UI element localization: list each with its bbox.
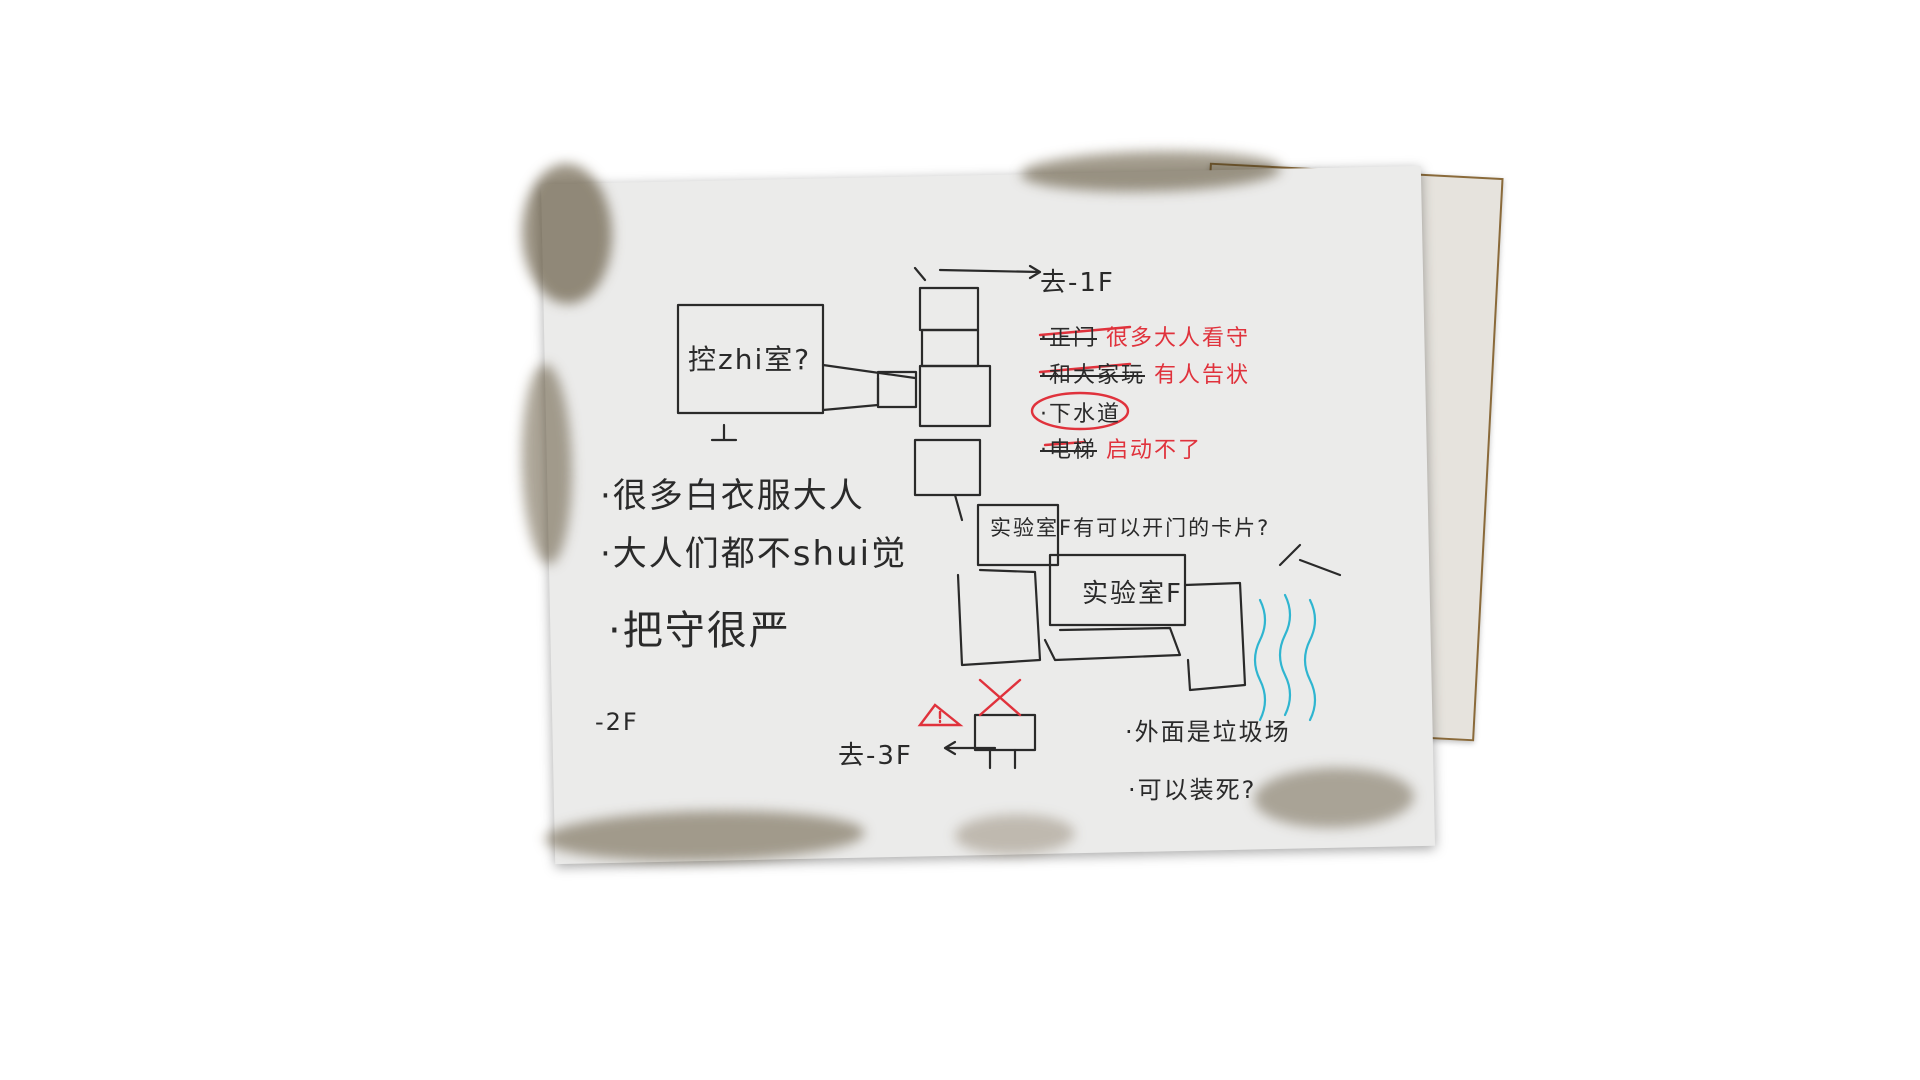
exit-item-3: ·下水道 [1040, 396, 1121, 428]
note-left-2: ·大人们都不shui觉 [600, 534, 908, 574]
exit-item-2: ·和大家玩 有人告状 [1040, 357, 1250, 389]
outside-note-1: ·外面是垃圾场 [1125, 718, 1291, 746]
exit-item-4: ·电梯 启动不了 [1040, 432, 1202, 464]
water-wave-icon [1253, 598, 1267, 722]
arrow-to-3f [943, 740, 997, 756]
control-room-box [676, 303, 825, 415]
down-arrow [710, 423, 738, 442]
go-up-label: 去-1F [1040, 268, 1115, 298]
exit-label: ·电梯 [1040, 438, 1097, 463]
control-room-label: 控zhi室? [688, 343, 812, 376]
exit-label: ·下水道 [1040, 402, 1121, 427]
note-left-1: ·很多白衣服大人 [600, 476, 865, 516]
go-down-label: 去-3F [838, 741, 913, 771]
exit-item-1: ·正门 很多大人看守 [1040, 320, 1250, 352]
exit-comment: 有人告状 [1154, 363, 1251, 388]
exit-label: ·正门 [1040, 326, 1097, 351]
exit-comment: 很多大人看守 [1106, 326, 1251, 351]
sewer-circle [1030, 391, 1130, 431]
exit-label: ·和大家玩 [1040, 363, 1145, 388]
arrow-to-1f [913, 264, 1042, 282]
outside-note-2: ·可以装死? [1128, 776, 1257, 804]
cross-out-icon [978, 678, 1022, 717]
exit-comment: 启动不了 [1106, 438, 1203, 463]
note-left-3: ·把守很严 [608, 608, 791, 654]
floor-label: -2F [595, 708, 639, 736]
warning-icon [917, 703, 964, 727]
lab-question: 实验室F有可以开门的卡片? [990, 516, 1271, 540]
lab-label: 实验室F [1082, 579, 1183, 609]
